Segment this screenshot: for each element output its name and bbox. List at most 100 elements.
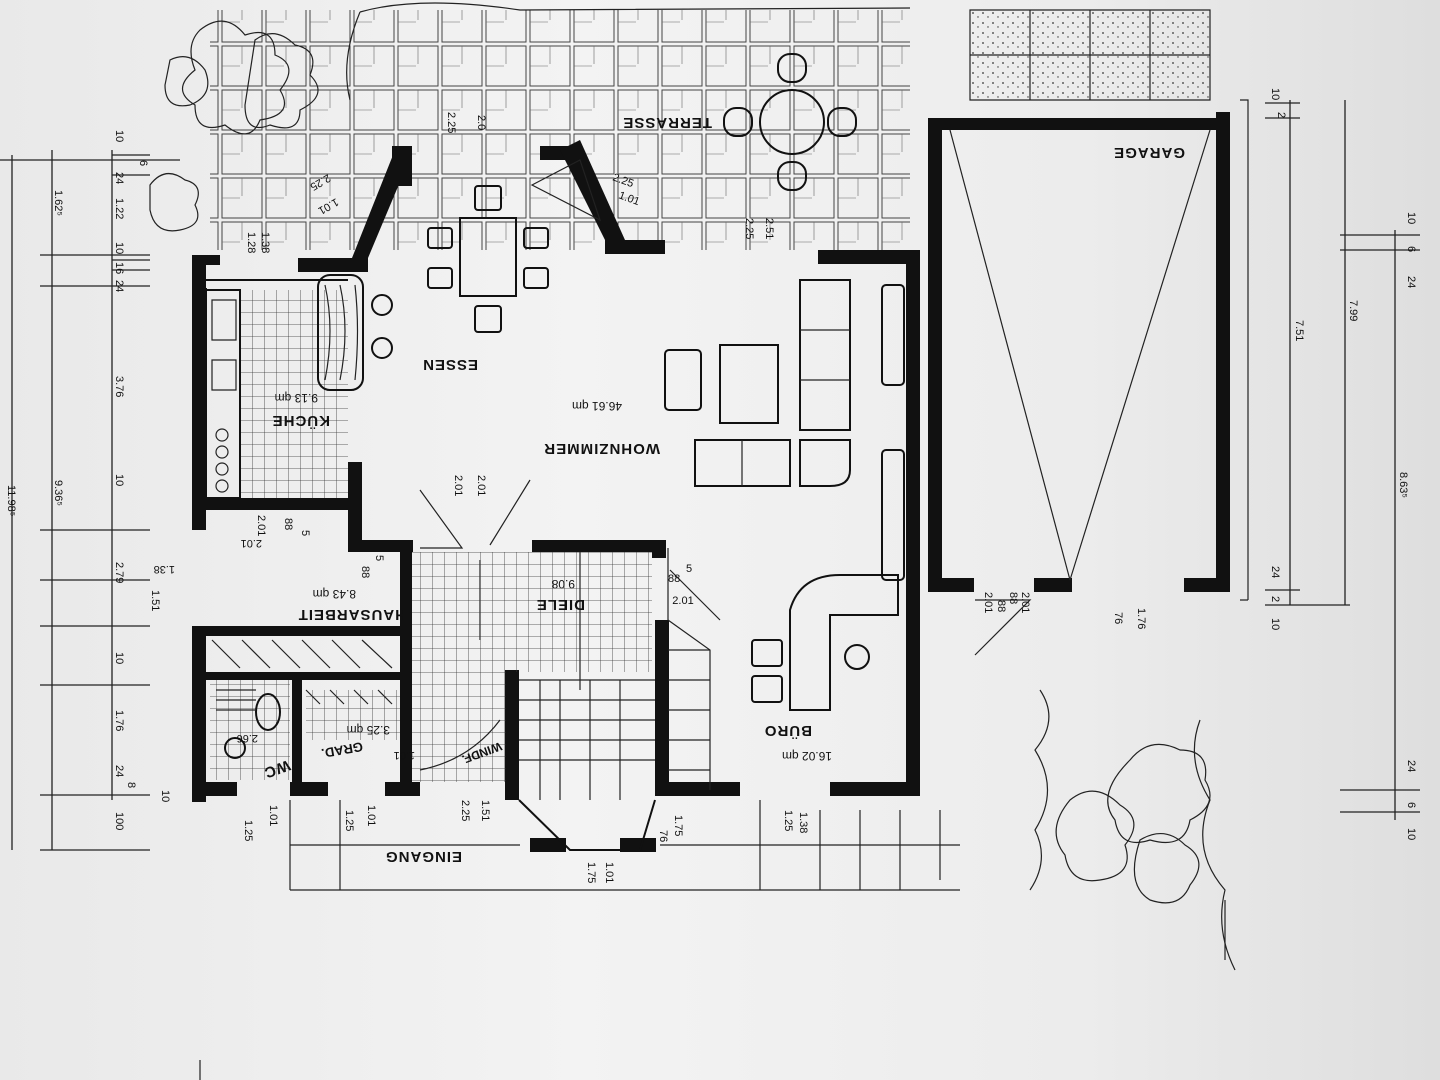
dim-door-17: 2.01 bbox=[241, 537, 262, 549]
dim-top-7: 2.51 bbox=[763, 218, 775, 239]
dim-right-in-3: 6 bbox=[1405, 246, 1417, 252]
dim-left-in-9: 2.79 bbox=[113, 562, 125, 583]
hausarbeit-area: 8.43 qm bbox=[313, 587, 356, 601]
dim-right-in-8: 10 bbox=[1269, 618, 1281, 630]
buero-label: BÜRO bbox=[764, 722, 812, 739]
dim-right-in-7: 2 bbox=[1269, 596, 1281, 602]
dim-door-13: 76 bbox=[1112, 612, 1124, 624]
dim-left-outer: 11.98⁵ bbox=[5, 485, 17, 516]
dim-left-in-12: 24 bbox=[113, 765, 125, 777]
diele-area: 9.08 bbox=[551, 577, 575, 591]
outer-walls bbox=[192, 140, 920, 852]
dim-left-in-11: 1.76 bbox=[113, 710, 125, 731]
dim-left-in-8: 10 bbox=[113, 474, 125, 486]
dim-bottom-5: 1.51 bbox=[479, 800, 491, 821]
garage-label: GARAGE bbox=[1113, 144, 1185, 161]
grad-area: 3.25 qm bbox=[347, 723, 390, 737]
dim-left-mid-0: 1.62⁵ bbox=[52, 190, 64, 216]
dim-door-4: 2.01 bbox=[255, 515, 267, 536]
dim-right-in-4: 24 bbox=[1405, 276, 1417, 288]
grad-label: GRAD. bbox=[320, 739, 364, 761]
dim-left-in-13: 8 bbox=[125, 782, 137, 788]
dim-left-in-10: 10 bbox=[113, 652, 125, 664]
dim-bottom-0: 1.25 bbox=[242, 820, 254, 841]
wohnzimmer-area: 46.61 qm bbox=[572, 399, 622, 413]
diele-label: DIELE bbox=[536, 596, 585, 613]
dim-left-in-15: 100 bbox=[113, 812, 125, 830]
tree-bottom-right-icon bbox=[1029, 689, 1236, 971]
essen-label: ESSEN bbox=[422, 356, 478, 373]
tiled-floors bbox=[210, 290, 652, 782]
dim-door-0: 2.01 bbox=[475, 475, 487, 496]
kueche-area: 9.13 qm bbox=[275, 391, 318, 405]
dim-left-in-2: 24 bbox=[113, 172, 125, 184]
dim-left-in-3: 1.22 bbox=[113, 198, 125, 219]
terrasse-label: TERRASSE bbox=[622, 114, 712, 131]
dim-right-in-1: 2 bbox=[1275, 112, 1287, 118]
dim-bottom-10: 1.75 bbox=[585, 862, 597, 883]
dim-left-in-1: 6 bbox=[137, 160, 149, 166]
terrace-table-icon bbox=[723, 53, 857, 191]
dim-left-extra-1: 1.51 bbox=[149, 590, 161, 611]
dim-door-5: 88 bbox=[359, 566, 371, 578]
dim-bottom-11: 76 bbox=[657, 830, 669, 842]
dimension-texts: 11.98⁵ 1.62⁵ 9.36⁵ 10 6 24 1.22 10 16 24… bbox=[5, 88, 1417, 883]
dim-top-1: 2.0 bbox=[475, 115, 487, 130]
dim-right-out-0: 7.99 bbox=[1347, 300, 1359, 321]
dim-left-in-4: 10 bbox=[113, 242, 125, 254]
hausarbeit-shelf bbox=[211, 639, 393, 705]
dim-left-mid-1: 9.36⁵ bbox=[52, 480, 64, 506]
dim-top-9: 1.28 bbox=[245, 232, 257, 253]
dim-left-in-5: 16 bbox=[113, 262, 125, 274]
dim-left-in-6: 24 bbox=[113, 280, 125, 292]
dim-door-12: 1.76 bbox=[1135, 608, 1147, 629]
dim-left-in-14: 10 bbox=[159, 790, 171, 802]
paper-fold bbox=[199, 900, 1226, 1080]
dim-top-8: 1.38 bbox=[259, 232, 271, 253]
dim-right-in-9: 24 bbox=[1405, 760, 1417, 772]
office-desk-icon bbox=[751, 574, 899, 711]
tree-top-left-icon bbox=[149, 20, 319, 232]
wohnzimmer-label: WOHNZIMMER bbox=[543, 440, 660, 457]
terrace-paving bbox=[210, 2, 1211, 250]
dim-bottom-3: 1.01 bbox=[365, 805, 377, 826]
dimension-lines bbox=[0, 100, 1420, 851]
dim-door-15: 2.01 bbox=[1019, 592, 1031, 613]
eingang-label: EINGANG bbox=[385, 848, 462, 865]
dim-bottom-6: 1.75 bbox=[672, 815, 684, 836]
dim-bottom-1: 1.01 bbox=[267, 805, 279, 826]
dining-table-icon bbox=[371, 185, 549, 359]
dim-left-in-0: 10 bbox=[113, 130, 125, 142]
dim-door-9: 5 bbox=[686, 563, 692, 575]
wc-fixtures bbox=[216, 689, 281, 759]
dim-top-6: 2.25 bbox=[743, 218, 755, 239]
dim-top-0: 2.25 bbox=[445, 112, 457, 133]
dim-right-in-11: 10 bbox=[1405, 828, 1417, 840]
dim-door-7: 2.01 bbox=[672, 595, 693, 607]
dim-door-3: 5 bbox=[299, 530, 311, 536]
dim-right-in-0: 10 bbox=[1269, 88, 1281, 100]
dim-right-in-6: 24 bbox=[1269, 566, 1281, 578]
dim-right-out-1: 8.63⁵ bbox=[1397, 472, 1409, 498]
dim-door-2: 88 bbox=[282, 518, 294, 530]
interior-walls bbox=[192, 279, 666, 785]
dim-door-16: 1.01 bbox=[394, 749, 415, 761]
room-labels: TERRASSE GARAGE ESSEN WOHNZIMMER 46.61 q… bbox=[237, 114, 1185, 865]
hausarbeit-label: HAUSARBEIT bbox=[298, 606, 406, 623]
dim-right-in-2: 10 bbox=[1405, 212, 1417, 224]
dim-door-6: 5 bbox=[373, 555, 385, 561]
dim-door-11: 88 bbox=[995, 600, 1007, 612]
dim-left-in-7: 3.76 bbox=[113, 376, 125, 397]
dim-bottom-2: 1.25 bbox=[343, 810, 355, 831]
dim-door-8: 88 bbox=[668, 573, 680, 585]
wc-area: 2.66 bbox=[237, 732, 258, 744]
dim-bottom-8: 1.38 bbox=[797, 812, 809, 833]
stairs bbox=[518, 619, 711, 851]
door-swings bbox=[419, 159, 1032, 771]
dim-bottom-7: 1.25 bbox=[782, 810, 794, 831]
kitchen-counter bbox=[205, 274, 364, 499]
dim-right-in-10: 6 bbox=[1405, 802, 1417, 808]
dim-door-1: 2.01 bbox=[452, 475, 464, 496]
living-furniture bbox=[664, 279, 905, 581]
